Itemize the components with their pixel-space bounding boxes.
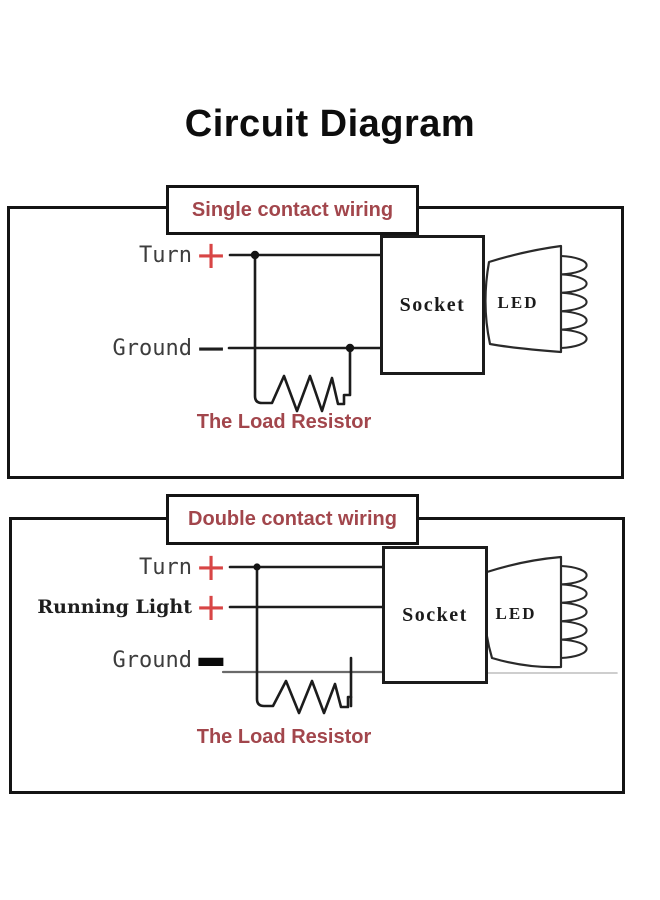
- single-contact-header-label: Single contact wiring: [191, 198, 394, 221]
- led-label-1: LED: [497, 293, 539, 312]
- turn-label-row-2: Turn +: [60, 545, 227, 589]
- ground-label-row-1: Ground −: [60, 326, 227, 370]
- ground-label-1: Ground: [112, 335, 192, 361]
- plus-icon: +: [195, 585, 227, 629]
- minus-icon: −: [194, 618, 228, 702]
- turn-label-2: Turn: [139, 554, 192, 580]
- ground-label-row-2: Ground −: [60, 624, 228, 696]
- turn-label-row-1: Turn +: [60, 233, 227, 277]
- led-label-2: LED: [495, 604, 537, 623]
- socket-label-2: Socket: [402, 603, 468, 626]
- load-resistor-caption-2: The Load Resistor: [196, 726, 372, 748]
- turn-label-1: Turn: [139, 242, 192, 268]
- running-light-label-2: Running Light: [37, 596, 192, 618]
- socket-box-1: Socket: [380, 235, 485, 375]
- socket-label-1: Socket: [399, 293, 466, 316]
- double-contact-header-label: Double contact wiring: [188, 508, 397, 530]
- page-title: Circuit Diagram: [184, 103, 476, 145]
- plus-icon: +: [195, 545, 227, 589]
- minus-icon: −: [195, 326, 227, 370]
- single-contact-header: Single contact wiring: [166, 185, 419, 235]
- load-resistor-caption-1: The Load Resistor: [196, 411, 372, 433]
- double-contact-header: Double contact wiring: [166, 494, 419, 545]
- ground-label-2: Ground: [112, 647, 192, 673]
- plus-icon: +: [195, 233, 227, 277]
- socket-box-2: Socket: [382, 546, 488, 684]
- running-light-label-row-2: Running Light +: [20, 585, 227, 629]
